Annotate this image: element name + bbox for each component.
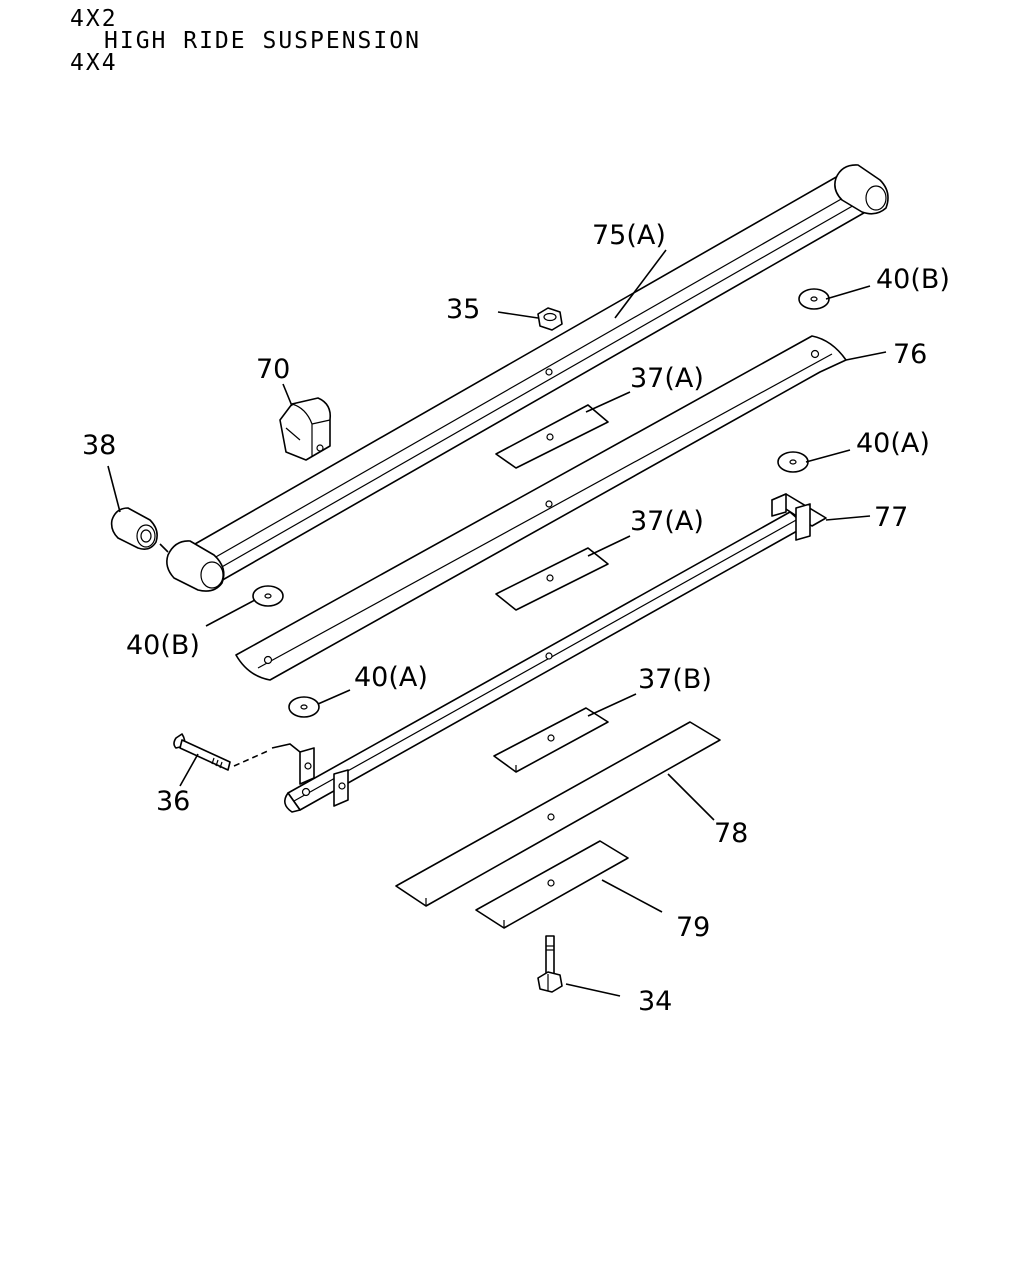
part-78-plate[interactable]	[395, 721, 721, 907]
diagram-title: HIGH RIDE SUSPENSION	[104, 28, 421, 54]
label-40a-lower: 40(A)	[354, 662, 428, 693]
part-76-second-leaf[interactable]	[235, 335, 847, 681]
variant-4x4: 4X4	[70, 50, 118, 76]
label-79: 79	[676, 912, 710, 943]
part-70-bump-stopper[interactable]	[279, 397, 332, 461]
part-79-plate[interactable]	[475, 840, 629, 929]
part-34-center-bolt[interactable]	[537, 935, 563, 993]
label-37a-upper: 37(A)	[630, 363, 704, 394]
part-38-bushing[interactable]	[110, 507, 158, 550]
part-75a-main-leaf[interactable]	[166, 164, 889, 592]
label-40a-upper: 40(A)	[856, 428, 930, 459]
part-40b-washer-upper[interactable]	[798, 288, 830, 310]
part-40a-washer-upper[interactable]	[777, 451, 809, 473]
label-34: 34	[638, 986, 672, 1017]
label-35: 35	[446, 294, 480, 325]
part-37a-pad-lower[interactable]	[495, 547, 609, 611]
label-37b: 37(B)	[638, 664, 712, 695]
label-40b-lower: 40(B)	[126, 630, 200, 661]
bolt-insertion-line	[233, 749, 271, 767]
part-40b-washer-lower[interactable]	[252, 585, 284, 607]
leader-lines	[107, 249, 887, 997]
label-70: 70	[256, 354, 290, 385]
label-40b-upper: 40(B)	[876, 264, 950, 295]
label-38: 38	[82, 430, 116, 461]
label-76: 76	[893, 339, 927, 370]
bolt-path-line	[271, 743, 301, 753]
part-37a-pad-upper[interactable]	[495, 404, 609, 469]
variant-4x2: 4X2	[70, 6, 118, 32]
part-40a-washer-lower[interactable]	[288, 696, 320, 718]
label-36: 36	[156, 786, 190, 817]
part-37b-pad[interactable]	[493, 707, 609, 773]
part-36-bolt[interactable]	[173, 733, 231, 771]
label-37a-lower: 37(A)	[630, 506, 704, 537]
part-77-third-leaf[interactable]	[284, 493, 827, 813]
label-78: 78	[714, 818, 748, 849]
label-77: 77	[874, 502, 908, 533]
part-35-nut[interactable]	[537, 307, 563, 331]
label-75a: 75(A)	[592, 220, 666, 251]
